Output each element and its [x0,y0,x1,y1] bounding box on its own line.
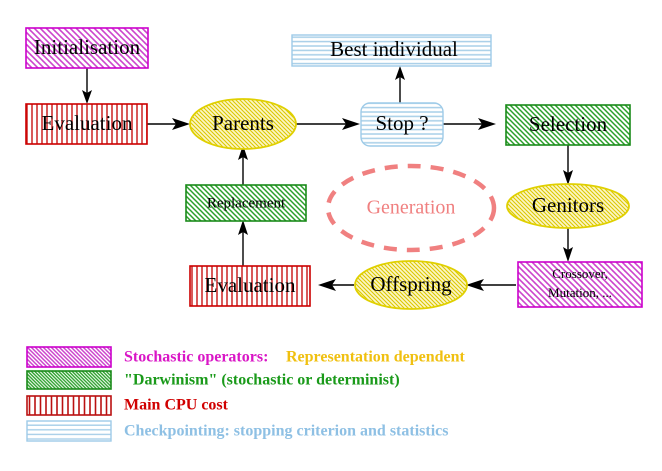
node-parents[interactable]: Parents [189,98,297,150]
node-genitors-label: Genitors [532,193,604,217]
node-replacement-shape [185,184,307,222]
legend-swatch-magenta-diagonal-hatch-icon [26,346,112,368]
node-genitors-shape [506,183,630,229]
node-crossover-mutation[interactable]: Crossover, Mutation, ... [517,261,643,308]
legend-label-stochastic: Stochastic operators: [124,349,268,366]
node-initialisation-shape [25,27,149,69]
edge-evaluation-to-replacement [238,220,248,266]
node-evaluation-top[interactable]: Evaluation [25,103,148,145]
node-generation-label: Generation [367,197,456,219]
node-stop-label: Stop ? [375,111,428,135]
legend-item-checkpointing: Checkpointing: stopping criterion and st… [26,420,448,442]
edge-selection-to-genitors [563,145,573,185]
node-generation: Generation [325,163,497,253]
node-selection-shape [505,104,631,146]
legend-swatch-blue-horizontal-hatch-icon [26,420,112,442]
node-evaluation-top-shape [25,103,148,145]
node-best-individual[interactable]: Best individual [291,34,492,67]
node-crossover-mutation-label-line2: Mutation, ... [548,285,612,300]
legend-item-darwinism: "Darwinism" (stochastic or determinist) [26,370,400,390]
node-offspring-label: Offspring [370,272,452,296]
node-evaluation-bottom[interactable]: Evaluation [189,265,311,307]
node-offspring[interactable]: Offspring [354,260,468,310]
node-initialisation-label: Initialisation [34,35,141,59]
node-best-individual-shape [291,34,492,67]
node-evaluation-bottom-shape [189,265,311,307]
legend-label-stochastic-extra: Representation dependent [286,349,465,366]
legend: Stochastic operators: Representation dep… [26,346,465,442]
edge-stop-to-selection [443,118,496,130]
edge-parents-to-stop [296,118,360,130]
edges-layer [82,66,573,291]
node-offspring-shape [354,260,468,310]
legend-swatch-red-vertical-hatch-icon [26,395,112,416]
edge-replacement-to-parents [238,145,248,185]
legend-swatch-green-diagonal-hatch-icon [26,370,112,390]
edge-offspring-to-evaluation [318,279,354,291]
legend-label-checkpointing: Checkpointing: stopping criterion and st… [124,423,448,440]
node-parents-shape [189,98,297,150]
legend-label-cpu: Main CPU cost [124,397,229,414]
node-evaluation-bottom-label: Evaluation [205,273,296,297]
node-generation-shape [325,163,497,253]
node-best-individual-label: Best individual [330,37,458,61]
node-selection-label: Selection [529,112,608,136]
legend-item-cpu: Main CPU cost [26,395,229,416]
edge-crossover-to-offspring [466,279,516,291]
edge-genitors-to-crossover [563,228,573,262]
legend-item-stochastic: Stochastic operators: Representation dep… [26,346,465,368]
node-selection[interactable]: Selection [505,104,631,146]
node-replacement-label: Replacement [207,195,286,211]
node-crossover-mutation-label-line1: Crossover, [552,266,607,281]
node-parents-label: Parents [212,111,274,135]
node-initialisation[interactable]: Initialisation [25,27,149,69]
node-crossover-mutation-shape [517,261,643,308]
edge-stop-to-best-individual [395,66,405,103]
node-stop[interactable]: Stop ? [360,102,444,147]
node-genitors[interactable]: Genitors [506,183,630,229]
node-evaluation-top-label: Evaluation [42,111,133,135]
legend-label-darwinism: "Darwinism" (stochastic or determinist) [124,372,400,389]
edge-initialisation-to-evaluation [82,68,92,104]
node-stop-shape [360,102,444,147]
node-replacement[interactable]: Replacement [185,184,307,222]
edge-evaluation-to-parents [147,118,190,130]
